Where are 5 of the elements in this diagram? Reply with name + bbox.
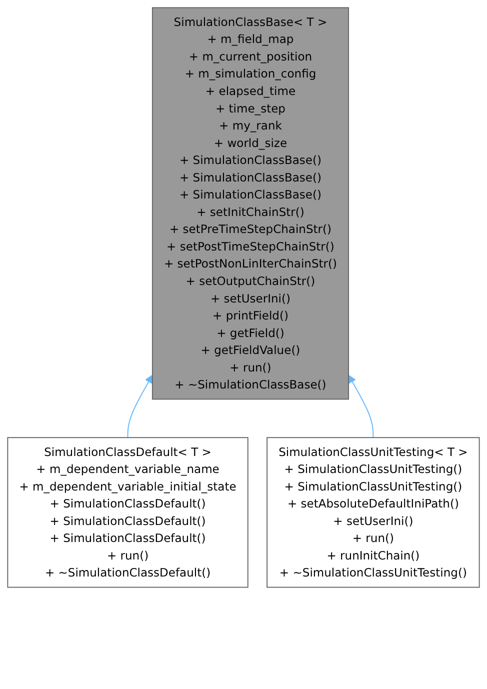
node-box: SimulationClassBase< T > + m_field_map + m_current_position + m_simulation_config + elapsed_time + time_step + my_rank + world_size + SimulationClassBase() + SimulationClassBase() + SimulationClassBase() + setInitChainStr() + setPreTimeStepChainStr() + setPostTimeStepChainStr() + setPostNonLinIterChainStr() + setOutputChainStr() + setUserIni() + printField() + getField() + getFieldValue() + run() + ~SimulationClassBase() [152, 7, 349, 400]
node-box: SimulationClassDefault< T > + m_dependent_variable_name + m_dependent_variable_initial_state + SimulationClassDefault() + SimulationClassDefault() + SimulationClassDefault() + run() + ~SimulationClassDefault() [7, 437, 248, 588]
node-box: SimulationClassUnitTesting< T > + SimulationClassUnitTesting() + SimulationClassUnitTesting() + setAbsoluteDefaultIniPath() + setUserIni() + run() + runInitChain() + ~SimulationClassUnitTesting() [266, 437, 480, 588]
arrow [127, 374, 153, 438]
arrow [348, 374, 374, 438]
